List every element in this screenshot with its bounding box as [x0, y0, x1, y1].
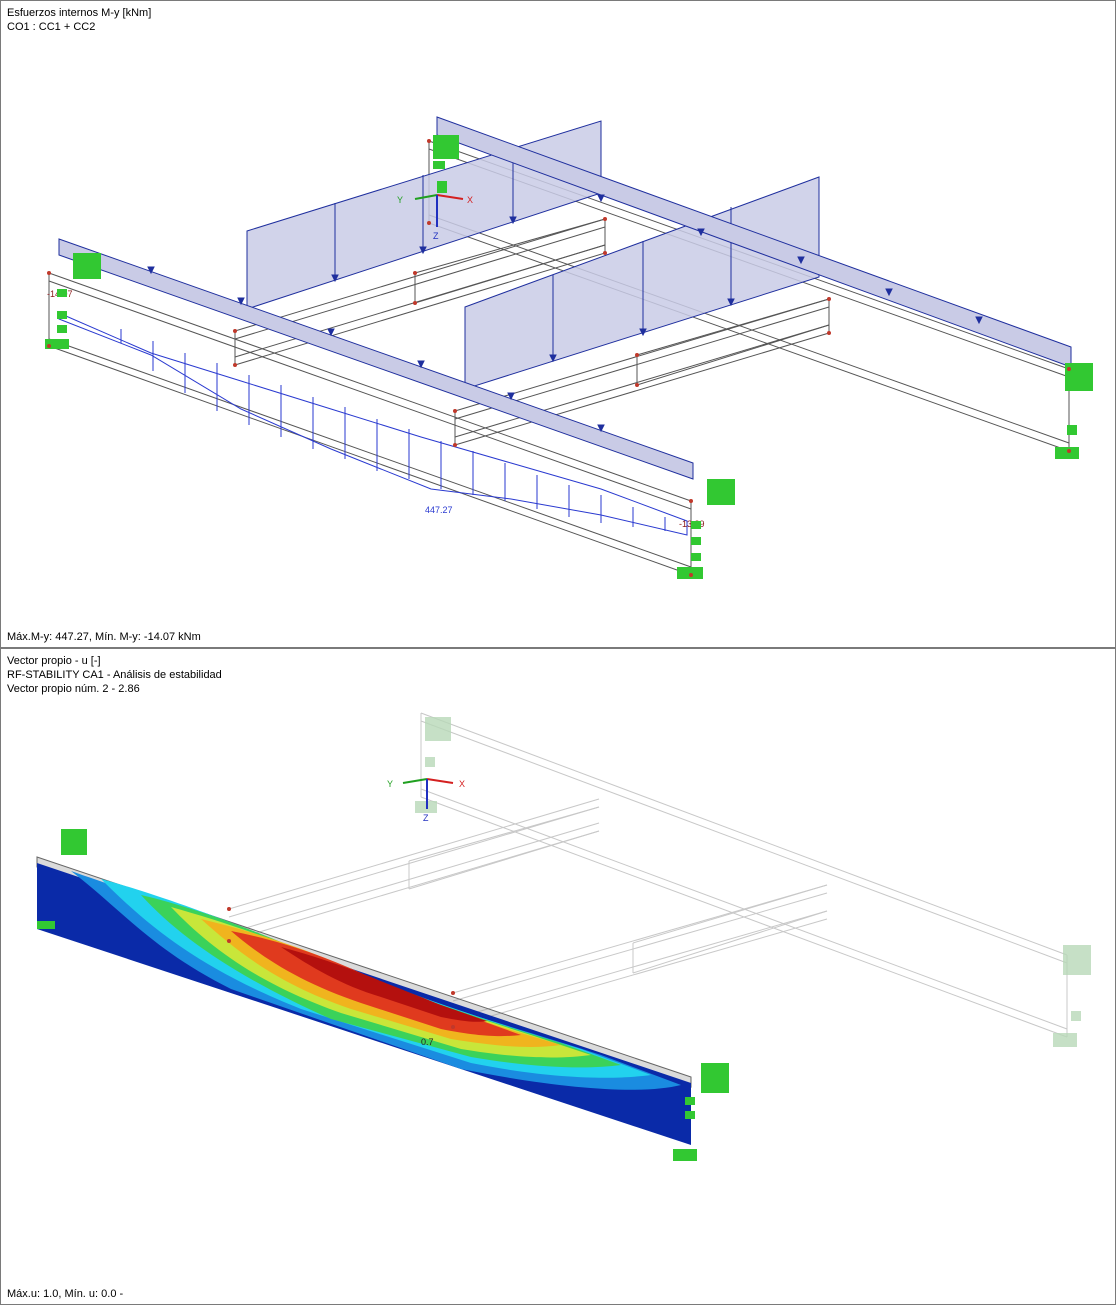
contour-value-label: 0.7	[421, 1037, 434, 1047]
support-front-left	[73, 253, 101, 279]
max-moment-label: 447.27	[425, 505, 453, 515]
ghost-supports	[415, 717, 1091, 1047]
coordinate-axes: X Y Z	[397, 194, 473, 241]
result-title: Vector propio - u [-]	[7, 655, 101, 667]
axis-z-label: Z	[433, 231, 439, 241]
analysis-case: RF-STABILITY CA1 - Análisis de estabilid…	[7, 669, 222, 681]
line-load-front	[58, 238, 694, 480]
support-back-left	[433, 135, 459, 159]
moment-diagram-viewport[interactable]: Esfuerzos internos M-y [kNm] CO1 : CC1 +…	[0, 0, 1116, 648]
axis-y-label: Y	[387, 779, 393, 789]
eigenmode-model-svg[interactable]: 0.7 X Y Z	[1, 649, 1115, 1304]
nodes	[227, 907, 455, 1029]
structure-model-svg[interactable]: 447.27 -14.07 -13.89	[1, 1, 1115, 647]
support-symbols	[37, 829, 729, 1161]
load-combination: CO1 : CC1 + CC2	[7, 21, 96, 33]
result-title: Esfuerzos internos M-y [kNm]	[7, 7, 152, 19]
axis-y-label: Y	[397, 195, 403, 205]
eigenvector-viewport[interactable]: Vector propio - u [-] RF-STABILITY CA1 -…	[0, 648, 1116, 1305]
support-front-right	[707, 479, 735, 505]
result-summary: Máx.u: 1.0, Mín. u: 0.0 -	[7, 1288, 124, 1300]
load-arrows	[147, 194, 983, 433]
nodes	[47, 139, 1071, 577]
viewport-header: Vector propio - u [-] RF-STABILITY CA1 -…	[7, 654, 222, 696]
axis-x-label: X	[467, 195, 473, 205]
support-symbols	[45, 135, 1093, 579]
viewport-header: Esfuerzos internos M-y [kNm] CO1 : CC1 +…	[7, 6, 151, 34]
eigenvector-contour: 0.7	[37, 863, 691, 1145]
coordinate-axes: X Y Z	[387, 778, 465, 823]
axis-z-label: Z	[423, 813, 429, 823]
axis-x-label: X	[459, 779, 465, 789]
ghost-wireframe	[228, 712, 1068, 1038]
result-summary: Máx.M-y: 447.27, Mín. M-y: -14.07 kNm	[7, 631, 201, 643]
eigenvector-number: Vector propio núm. 2 - 2.86	[7, 683, 140, 695]
